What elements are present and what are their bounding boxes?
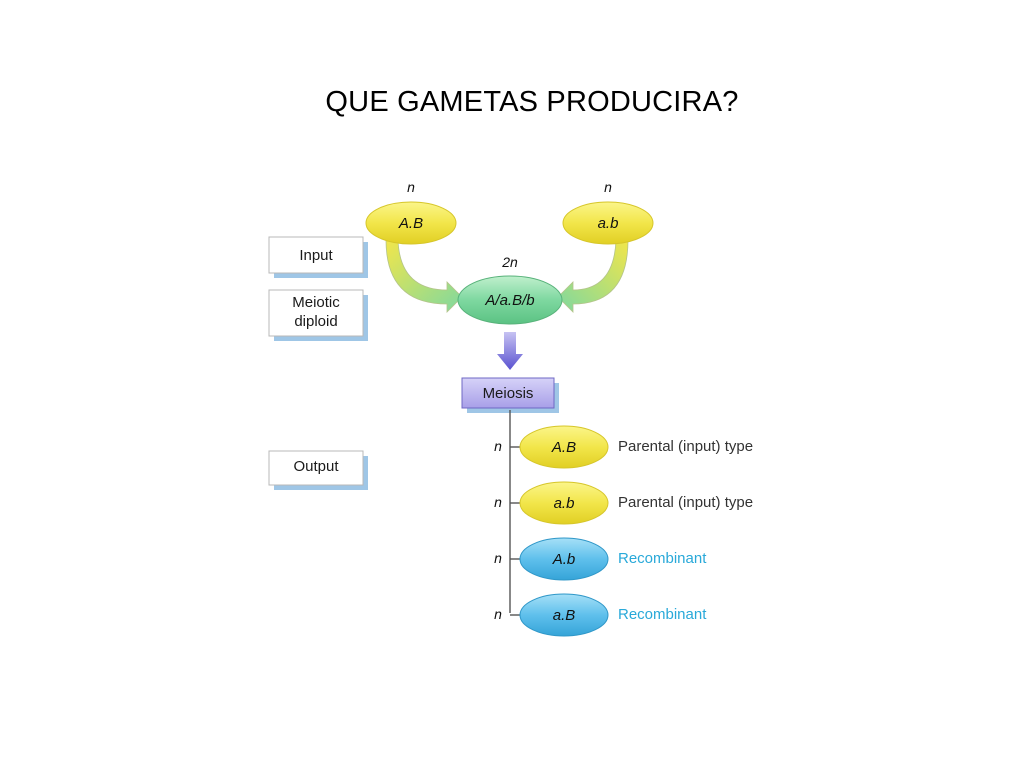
gamete-ploidy: n [494,606,502,622]
right-parent-genotype: a.b [598,215,619,232]
right-parent-ellipse [562,201,654,245]
input-label: Input [299,247,333,264]
right-merge-arrow [557,239,629,313]
gamete-type-label: Parental (input) type [618,494,753,511]
gamete-ploidy: n [494,494,502,510]
input-label-box: Input [268,236,368,278]
left-parent-ploidy: n [407,179,415,195]
gamete-type-label: Recombinant [618,606,707,623]
diploid-ploidy: 2n [501,254,518,270]
left-parent-ellipse [365,201,457,245]
gamete-genotype: a.B [553,607,576,624]
meiosis-box: Meiosis [461,377,559,413]
down-arrow [497,332,523,370]
diploid-ellipse [457,275,563,325]
gamete-type-label: Recombinant [618,550,707,567]
meiotic-label: Meiotic [292,294,340,311]
gamete-list: n A.B Parental (input) type n a.b Parental (i… [494,425,753,637]
gamete-ellipse [519,593,609,637]
left-parent-genotype: A.B [398,215,423,232]
gamete-ellipse [519,537,609,581]
meiosis-label: Meiosis [483,385,534,402]
gamete-ploidy: n [494,550,502,566]
gamete-genotype: a.b [554,495,575,512]
output-label-box: Output [268,450,368,490]
gamete-genotype: A.B [551,439,576,456]
gamete-row: n A.b Recombinant [494,537,707,581]
gamete-ploidy: n [494,438,502,454]
left-merge-arrow [385,239,463,313]
diploid-label: diploid [294,313,337,330]
diploid-genotype: A/a.B/b [484,292,534,309]
gamete-genotype: A.b [552,551,576,568]
page-title: QUE GAMETAS PRODUCIRA? [325,86,739,118]
gamete-row: n A.B Parental (input) type [494,425,753,469]
gamete-type-label: Parental (input) type [618,438,753,455]
gamete-row: n a.B Recombinant [494,593,707,637]
right-parent-ploidy: n [604,179,612,195]
gamete-row: n a.b Parental (input) type [494,481,753,525]
output-label: Output [293,458,339,475]
gamete-ellipse [519,481,609,525]
gamete-ellipse [519,425,609,469]
meiotic-diploid-label-box: Meiotic diploid [268,289,368,341]
